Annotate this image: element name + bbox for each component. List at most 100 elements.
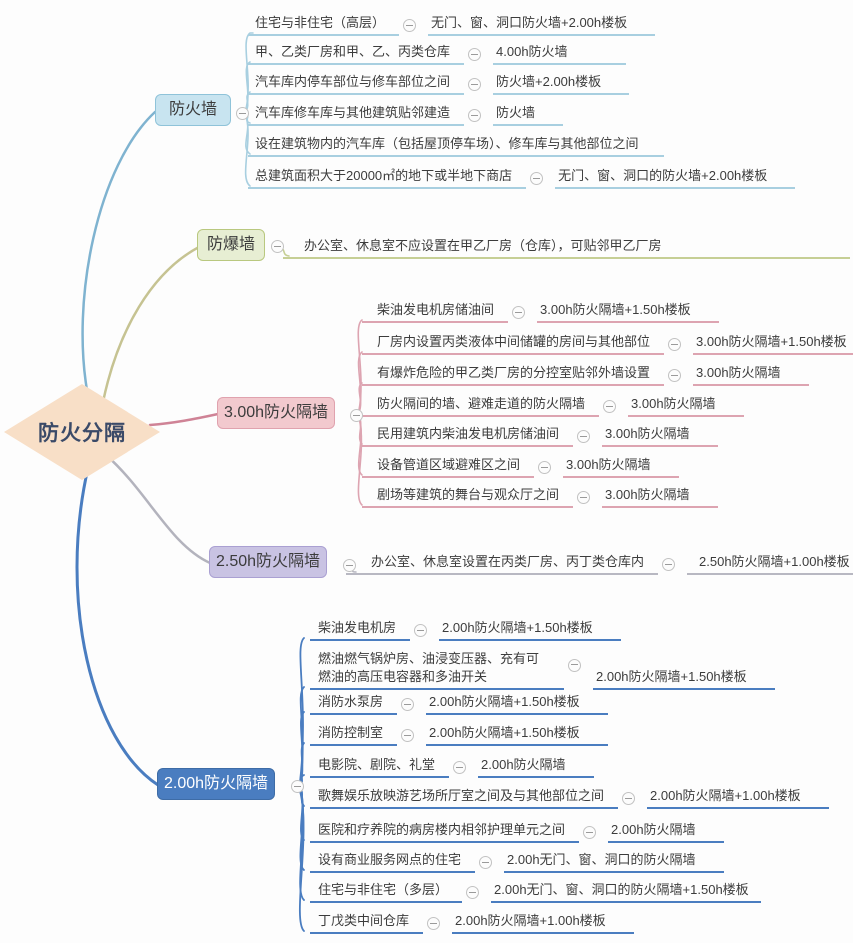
collapse-icon[interactable] [343, 559, 356, 572]
topic-row[interactable]: 柴油发电机房储油间 3.00h防火隔墙+1.50h楼板 [362, 301, 719, 323]
topic-value[interactable]: 3.00h防火隔墙+1.50h楼板 [537, 301, 719, 323]
topic-value[interactable]: 2.00h防火隔墙+1.50h楼板 [593, 668, 775, 690]
topic-value[interactable]: 2.00h防火隔墙+1.50h楼板 [439, 619, 621, 641]
branch-node-firewall[interactable]: 防火墙 [155, 94, 232, 126]
topic-label[interactable]: 汽车库修车库与其他建筑贴邻建造 [248, 104, 465, 126]
topic-row[interactable]: 消防控制室 2.00h防火隔墙+1.50h楼板 [310, 724, 608, 746]
topic-label[interactable]: 厂房内设置丙类液体中间储罐的房间与其他部位 [362, 333, 665, 355]
collapse-icon[interactable] [271, 240, 284, 253]
topic-label[interactable]: 设在建筑物内的汽车库（包括屋顶停车场）、修车库与其他部位之间 [248, 135, 664, 157]
topic-row[interactable]: 办公室、休息室设置在丙类厂房、丙丁类仓库内 2.50h防火隔墙+1.00h楼板 [346, 553, 853, 575]
topic-value[interactable]: 2.00h无门、窗、洞口的防火隔墙 [504, 851, 724, 873]
topic-value[interactable]: 2.00h防火隔墙+1.00h楼板 [647, 787, 829, 809]
collapse-icon[interactable] [427, 917, 441, 930]
topic-value[interactable]: 3.00h防火隔墙 [602, 425, 718, 447]
topic-row[interactable]: 柴油发电机房 2.00h防火隔墙+1.50h楼板 [310, 619, 621, 641]
topic-value[interactable]: 4.00h防火墙 [493, 43, 626, 65]
collapse-icon[interactable] [350, 409, 363, 422]
topic-label[interactable]: 住宅与非住宅（高层） [248, 14, 400, 36]
collapse-icon[interactable] [403, 19, 417, 32]
topic-row[interactable]: 燃油燃气锅炉房、油浸变压器、充有可燃油的高压电容器和多油开关 2.00h防火隔墙… [310, 650, 775, 690]
collapse-icon[interactable] [401, 698, 415, 711]
topic-value[interactable]: 防火墙+2.00h楼板 [493, 73, 630, 95]
topic-label[interactable]: 民用建筑内柴油发电机房储油间 [362, 425, 574, 447]
collapse-icon[interactable] [236, 107, 249, 120]
topic-label[interactable]: 医院和疗养院的病房楼内相邻护理单元之间 [310, 821, 580, 843]
topic-value[interactable]: 2.00h防火隔墙 [608, 821, 724, 843]
topic-row[interactable]: 汽车库内停车部位与修车部位之间 防火墙+2.00h楼板 [248, 73, 630, 95]
collapse-icon[interactable] [468, 78, 482, 91]
topic-row[interactable]: 防火隔间的墙、避难走道的防火隔墙 3.00h防火隔墙 [362, 395, 744, 417]
topic-label[interactable]: 柴油发电机房储油间 [362, 301, 509, 323]
topic-value[interactable]: 2.00h防火隔墙 [478, 756, 594, 778]
topic-label[interactable]: 甲、乙类厂房和甲、乙、丙类仓库 [248, 43, 465, 65]
topic-row[interactable]: 设有商业服务网点的住宅 2.00h无门、窗、洞口的防火隔墙 [310, 851, 724, 873]
topic-value[interactable]: 2.00h防火隔墙+1.00h楼板 [452, 912, 634, 934]
collapse-icon[interactable] [414, 624, 428, 637]
collapse-icon[interactable] [291, 780, 304, 793]
topic-value[interactable]: 3.00h防火隔墙 [602, 486, 718, 508]
topic-value[interactable]: 防火墙 [493, 104, 564, 126]
collapse-icon[interactable] [468, 48, 482, 61]
collapse-icon[interactable] [479, 856, 493, 869]
topic-row[interactable]: 设备管道区域避难区之间 3.00h防火隔墙 [362, 456, 679, 478]
topic-label[interactable]: 有爆炸危险的甲乙类厂房的分控室贴邻外墙设置 [362, 364, 665, 386]
topic-label[interactable]: 防火隔间的墙、避难走道的防火隔墙 [362, 395, 600, 417]
topic-row[interactable]: 民用建筑内柴油发电机房储油间 3.00h防火隔墙 [362, 425, 718, 447]
branch-node-blastwall[interactable]: 防爆墙 [197, 229, 266, 261]
topic-label[interactable]: 消防水泵房 [310, 693, 398, 715]
collapse-icon[interactable] [668, 338, 682, 351]
topic-label[interactable]: 汽车库内停车部位与修车部位之间 [248, 73, 465, 95]
topic-label[interactable]: 燃油燃气锅炉房、油浸变压器、充有可燃油的高压电容器和多油开关 [310, 650, 564, 690]
topic-label[interactable]: 柴油发电机房 [310, 619, 411, 641]
branch-node-2h-wall[interactable]: 2.00h防火隔墙 [157, 768, 276, 800]
collapse-icon[interactable] [453, 761, 467, 774]
topic-label[interactable]: 住宅与非住宅（多层） [310, 881, 463, 903]
collapse-icon[interactable] [530, 172, 544, 185]
topic-label[interactable]: 丁戊类中间仓库 [310, 912, 424, 934]
topic-label[interactable]: 办公室、休息室不应设置在甲乙厂房（仓库），可贴邻甲乙厂房 [283, 237, 850, 259]
collapse-icon[interactable] [603, 400, 617, 413]
topic-row[interactable]: 消防水泵房 2.00h防火隔墙+1.50h楼板 [310, 693, 608, 715]
topic-row[interactable]: 住宅与非住宅（多层） 2.00h无门、窗、洞口的防火隔墙+1.50h楼板 [310, 881, 761, 903]
collapse-icon[interactable] [568, 658, 581, 672]
topic-value[interactable]: 3.00h防火隔墙+1.50h楼板 [693, 333, 853, 355]
collapse-icon[interactable] [468, 109, 482, 122]
topic-label[interactable]: 电影院、剧院、礼堂 [310, 756, 450, 778]
collapse-icon[interactable] [466, 886, 480, 899]
topic-value[interactable]: 2.00h无门、窗、洞口的防火隔墙+1.50h楼板 [491, 881, 761, 903]
topic-row[interactable]: 歌舞娱乐放映游艺场所厅室之间及与其他部位之间 2.00h防火隔墙+1.00h楼板 [310, 787, 829, 809]
collapse-icon[interactable] [401, 729, 415, 742]
topic-label[interactable]: 设有商业服务网点的住宅 [310, 851, 476, 873]
topic-row[interactable]: 设在建筑物内的汽车库（包括屋顶停车场）、修车库与其他部位之间 [248, 135, 664, 157]
topic-value[interactable]: 2.00h防火隔墙+1.50h楼板 [426, 693, 608, 715]
topic-value[interactable]: 无门、窗、洞口防火墙+2.00h楼板 [428, 14, 656, 36]
topic-value[interactable]: 无门、窗、洞口的防火墙+2.00h楼板 [555, 167, 796, 189]
collapse-icon[interactable] [622, 792, 636, 805]
topic-row[interactable]: 甲、乙类厂房和甲、乙、丙类仓库 4.00h防火墙 [248, 43, 626, 65]
topic-label[interactable]: 设备管道区域避难区之间 [362, 456, 535, 478]
topic-row[interactable]: 汽车库修车库与其他建筑贴邻建造 防火墙 [248, 104, 564, 126]
topic-value[interactable]: 2.00h防火隔墙+1.50h楼板 [426, 724, 608, 746]
topic-row[interactable]: 厂房内设置丙类液体中间储罐的房间与其他部位 3.00h防火隔墙+1.50h楼板 [362, 333, 853, 355]
branch-node-2-5h-wall[interactable]: 2.50h防火隔墙 [209, 546, 328, 578]
topic-label[interactable]: 总建筑面积大于20000㎡的地下或半地下商店 [248, 167, 527, 189]
topic-row[interactable]: 丁戊类中间仓库 2.00h防火隔墙+1.00h楼板 [310, 912, 634, 934]
topic-row[interactable]: 医院和疗养院的病房楼内相邻护理单元之间 2.00h防火隔墙 [310, 821, 724, 843]
topic-label[interactable]: 剧场等建筑的舞台与观众厅之间 [362, 486, 574, 508]
collapse-icon[interactable] [668, 369, 682, 382]
topic-row[interactable]: 有爆炸危险的甲乙类厂房的分控室贴邻外墙设置 3.00h防火隔墙 [362, 364, 809, 386]
topic-row[interactable]: 住宅与非住宅（高层） 无门、窗、洞口防火墙+2.00h楼板 [248, 14, 656, 36]
topic-value[interactable]: 3.00h防火隔墙 [628, 395, 744, 417]
collapse-icon[interactable] [583, 826, 597, 839]
topic-row[interactable]: 剧场等建筑的舞台与观众厅之间 3.00h防火隔墙 [362, 486, 718, 508]
branch-node-3h-wall[interactable]: 3.00h防火隔墙 [217, 397, 336, 429]
topic-row[interactable]: 办公室、休息室不应设置在甲乙厂房（仓库），可贴邻甲乙厂房 [283, 237, 850, 259]
collapse-icon[interactable] [577, 430, 591, 443]
topic-row[interactable]: 电影院、剧院、礼堂 2.00h防火隔墙 [310, 756, 594, 778]
collapse-icon[interactable] [538, 461, 552, 474]
topic-value[interactable]: 2.50h防火隔墙+1.00h楼板 [687, 553, 853, 575]
collapse-icon[interactable] [512, 306, 526, 319]
topic-value[interactable]: 3.00h防火隔墙 [563, 456, 679, 478]
topic-row[interactable]: 总建筑面积大于20000㎡的地下或半地下商店 无门、窗、洞口的防火墙+2.00h… [248, 167, 796, 189]
